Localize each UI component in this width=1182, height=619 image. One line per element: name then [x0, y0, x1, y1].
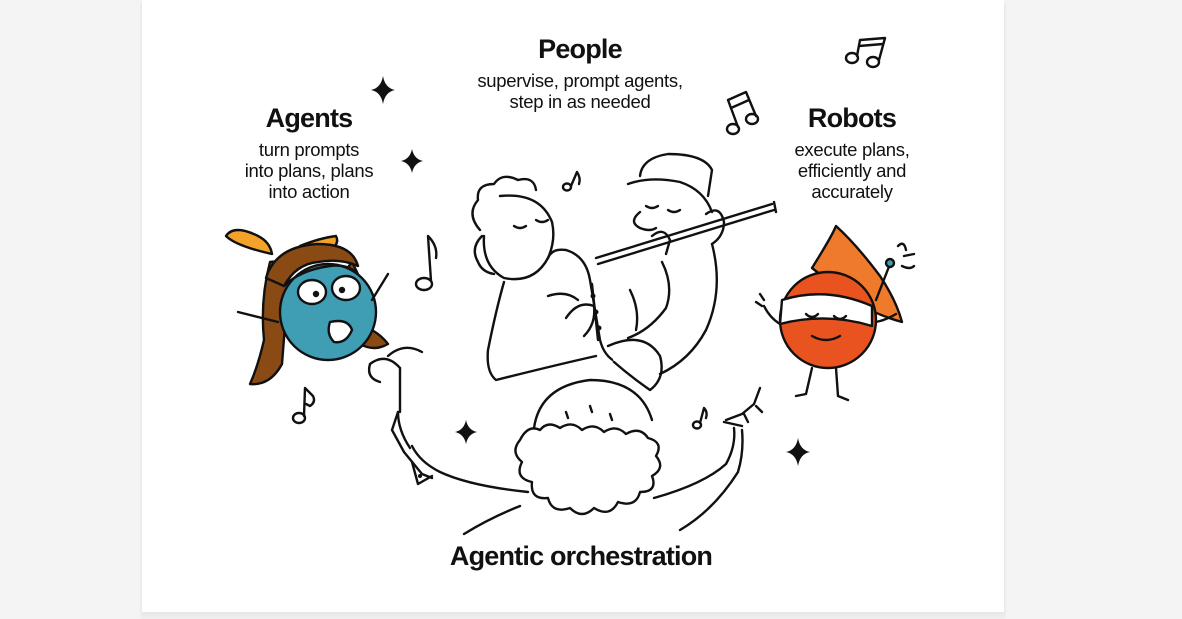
saxophone-player: [471, 175, 663, 392]
agents-description-line: into action: [268, 181, 350, 202]
card-shadow: [142, 612, 1004, 619]
agents-description-line: into plans, plans: [244, 160, 374, 181]
people-description: supervise, prompt agents, step in as nee…: [430, 70, 730, 112]
agents-description: turn prompts into plans, plans into acti…: [209, 139, 409, 202]
conductor: [367, 346, 764, 536]
music-note-icon: [561, 170, 581, 192]
people-description-line: supervise, prompt agents,: [477, 70, 683, 91]
people-title: People: [538, 34, 623, 64]
agents-label-group: Agents turn prompts into plans, plans in…: [209, 103, 409, 202]
robots-label-group: Robots execute plans, efficiently and ac…: [752, 103, 952, 202]
people-label-group: People supervise, prompt agents, step in…: [430, 34, 730, 112]
sparkle-icon: [371, 76, 395, 104]
robots-description-line: execute plans,: [794, 139, 910, 160]
sparkle-icon: [786, 438, 810, 466]
agents-title: Agents: [265, 103, 354, 133]
robots-description-line: efficiently and: [797, 160, 907, 181]
sparkle-icon: [455, 420, 477, 444]
people-description-line: step in as needed: [509, 91, 651, 112]
robot-character: [754, 224, 916, 402]
music-note-icon: [291, 386, 316, 425]
flute-player: [594, 152, 778, 376]
sparkle-icon: [401, 149, 423, 173]
footer-title: Agentic orchestration: [449, 541, 713, 571]
music-note-icon: [414, 234, 438, 292]
double-music-note-icon: [844, 36, 887, 69]
robots-description-line: accurately: [811, 181, 893, 202]
agents-description-line: turn prompts: [258, 139, 360, 160]
agent-character: [224, 228, 390, 386]
double-music-note-icon: [725, 90, 760, 136]
robots-description: execute plans, efficiently and accuratel…: [752, 139, 952, 202]
robots-title: Robots: [807, 103, 897, 133]
music-note-icon: [691, 406, 708, 430]
